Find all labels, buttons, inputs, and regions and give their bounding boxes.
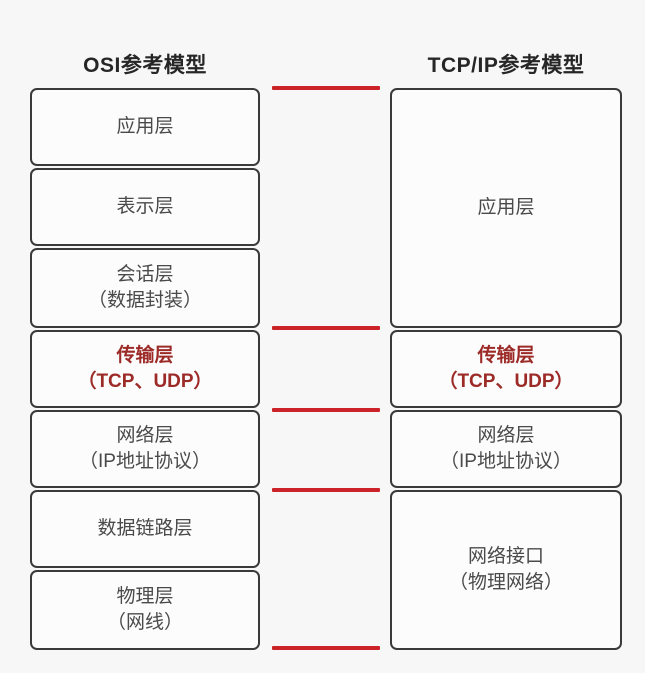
osi-layer-detail: （网线） [106, 612, 183, 633]
osi-layer-name: 传输层 [116, 345, 174, 367]
tcpip-column-title: TCP/IP参考模型 [427, 54, 585, 77]
tcpip-layer-name: 传输层 [477, 345, 535, 367]
osi-layer-name: 表示层 [116, 196, 174, 218]
osi-layer-box[interactable]: 物理层 （网线） [30, 570, 260, 650]
tcpip-layer-detail: （IP地址协议） [440, 451, 572, 472]
osi-layer-box[interactable]: 应用层 [30, 88, 260, 166]
osi-layer-detail: （IP地址协议） [79, 451, 211, 472]
tcpip-layer-box[interactable]: 传输层 （TCP、UDP） [390, 330, 622, 408]
osi-layer-name: 会话层 [116, 264, 174, 286]
osi-layer-detail: （TCP、UDP） [77, 371, 213, 392]
osi-layer-box[interactable]: 传输层 （TCP、UDP） [30, 330, 260, 408]
osi-layer-name: 网络层 [116, 425, 174, 447]
osi-layer-box[interactable]: 网络层 （IP地址协议） [30, 410, 260, 488]
tcpip-layer-name: 应用层 [477, 197, 535, 219]
tcpip-layer-box[interactable]: 应用层 [390, 88, 622, 328]
connector-top [272, 86, 380, 90]
tcpip-layer-detail: （TCP、UDP） [438, 371, 574, 392]
connector-bottom [272, 646, 380, 650]
tcpip-layer-box[interactable]: 网络接口 （物理网络） [390, 490, 622, 650]
osi-layer-name: 应用层 [116, 116, 174, 138]
osi-layer-detail: （数据封装） [87, 290, 202, 311]
osi-layer-box[interactable]: 会话层 （数据封装） [30, 248, 260, 328]
tcpip-layer-box[interactable]: 网络层 （IP地址协议） [390, 410, 622, 488]
tcpip-layer-name: 网络接口 [467, 546, 544, 568]
osi-layer-box[interactable]: 表示层 [30, 168, 260, 246]
connector-network-datalink [272, 488, 380, 492]
tcpip-layer-name: 网络层 [477, 425, 535, 447]
connector-session-transport [272, 326, 380, 330]
osi-layer-box[interactable]: 数据链路层 [30, 490, 260, 568]
osi-column-title: OSI参考模型 [83, 54, 207, 77]
connector-transport-network [272, 408, 380, 412]
tcpip-layer-detail: （物理网络） [448, 572, 563, 593]
osi-layer-name: 数据链路层 [97, 518, 193, 540]
osi-layer-name: 物理层 [116, 586, 174, 608]
